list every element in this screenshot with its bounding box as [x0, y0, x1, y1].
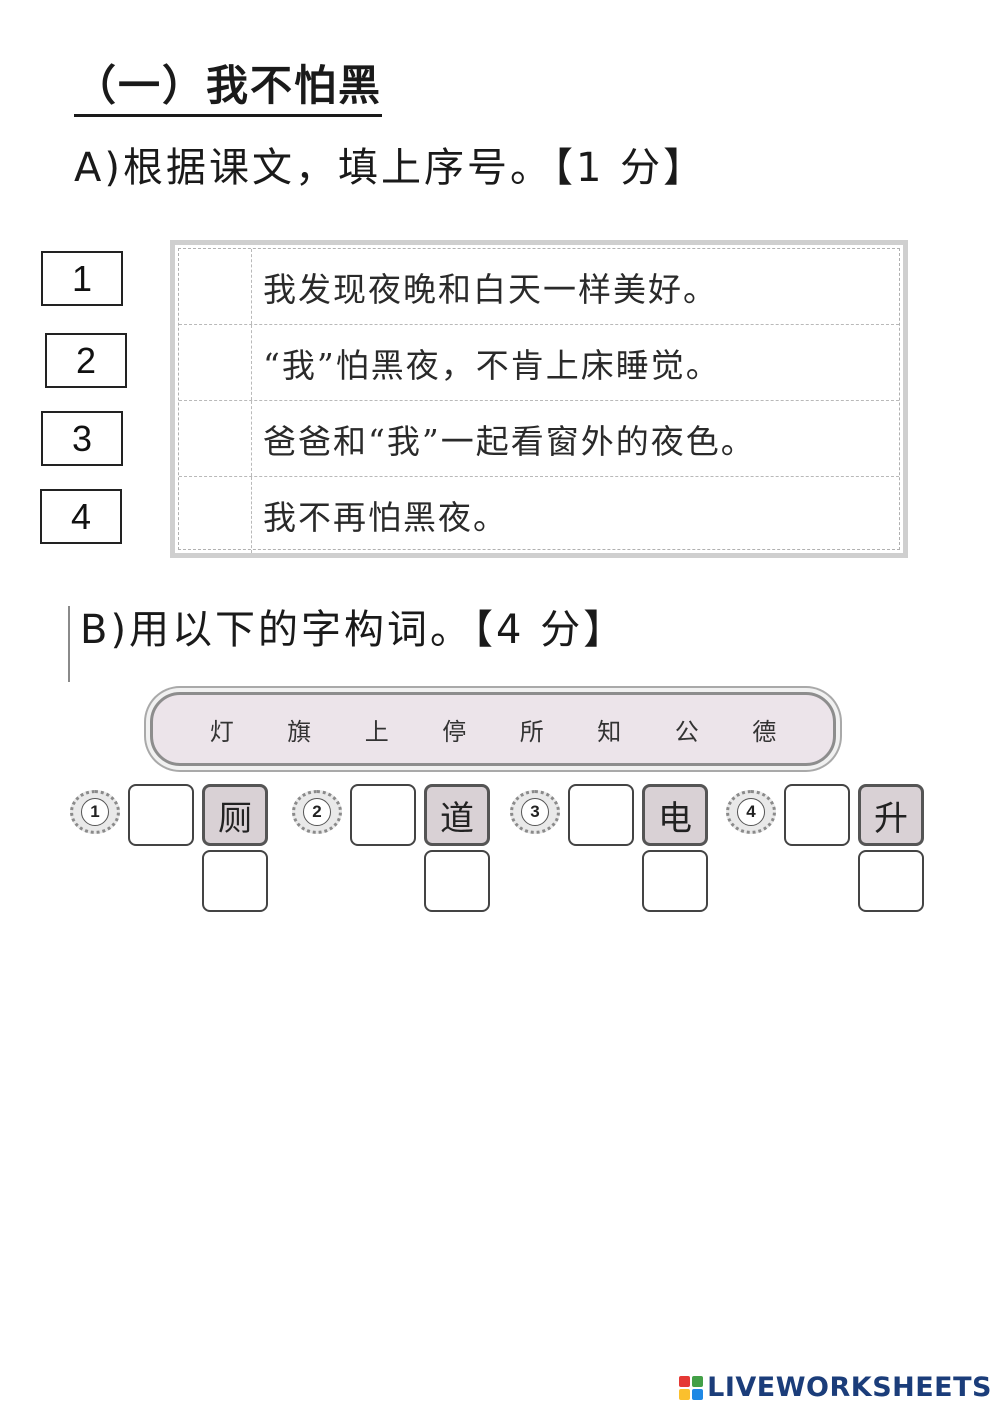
sequence-blank	[179, 325, 252, 400]
given-char-cell: 电	[642, 784, 708, 846]
word-bank-char: 灯	[209, 717, 234, 746]
sentence-text: “我”怕黑夜，不肯上床睡觉。	[263, 345, 721, 385]
word-bank-char: 上	[364, 717, 389, 746]
answer-box-3[interactable]: 3	[41, 411, 123, 466]
sentence-row: “我”怕黑夜，不肯上床睡觉。	[179, 325, 899, 401]
number-badge: 2	[292, 790, 342, 834]
given-char-cell: 厕	[202, 784, 268, 846]
blank-cell-left[interactable]	[350, 784, 416, 846]
number-badge: 4	[726, 790, 776, 834]
logo-square-icon	[679, 1375, 691, 1387]
liveworksheets-logo[interactable]: LIVEWORKSHEETS	[679, 1372, 992, 1403]
sentence-text: 爸爸和“我”一起看窗外的夜色。	[263, 421, 756, 461]
number-badge: 3	[510, 790, 560, 834]
word-bank-char: 公	[674, 717, 699, 746]
logo-square-icon	[692, 1388, 704, 1400]
logo-square-icon	[692, 1375, 704, 1387]
word-bank-char: 德	[752, 717, 777, 746]
blank-cell-below[interactable]	[424, 850, 490, 912]
sentence-text: 我发现夜晚和白天一样美好。	[263, 269, 718, 309]
blank-cell-left[interactable]	[568, 784, 634, 846]
answer-box-2[interactable]: 2	[45, 333, 127, 388]
blank-cell-left[interactable]	[128, 784, 194, 846]
sentence-text: 我不再怕黑夜。	[263, 498, 508, 537]
part-a-instruction: A)根据课文，填上序号。【1 分】	[74, 145, 707, 191]
sequence-blank	[179, 477, 252, 553]
blank-cell-below[interactable]	[858, 850, 924, 912]
word-group-2: 2 道	[292, 780, 512, 920]
word-bank-char: 停	[442, 717, 467, 746]
liveworksheets-icon	[679, 1375, 704, 1400]
section-title: （一）我不怕黑	[74, 60, 383, 117]
word-bank: 灯 旗 上 停 所 知 公 德	[150, 692, 836, 766]
sequence-blank	[179, 401, 252, 476]
sentence-row: 我不再怕黑夜。	[179, 477, 899, 553]
word-group-1: 1 厕	[70, 780, 290, 920]
blank-cell-left[interactable]	[784, 784, 850, 846]
given-char-cell: 道	[424, 784, 490, 846]
word-bank-char: 旗	[287, 717, 312, 746]
word-group-3: 3 电	[510, 780, 730, 920]
logo-text: LIVEWORKSHEETS	[707, 1372, 992, 1403]
blank-cell-below[interactable]	[642, 850, 708, 912]
answer-box-4[interactable]: 4	[40, 489, 122, 544]
word-bank-char: 知	[597, 717, 622, 746]
answer-box-1[interactable]: 1	[41, 251, 123, 306]
sentence-row: 我发现夜晚和白天一样美好。	[179, 249, 899, 325]
blank-cell-below[interactable]	[202, 850, 268, 912]
sentence-table: 我发现夜晚和白天一样美好。 “我”怕黑夜，不肯上床睡觉。 爸爸和“我”一起看窗外…	[170, 240, 908, 558]
sentence-row: 爸爸和“我”一起看窗外的夜色。	[179, 401, 899, 477]
sequence-blank	[179, 249, 252, 324]
word-bank-char: 所	[519, 717, 544, 746]
given-char-cell: 升	[858, 784, 924, 846]
number-badge: 1	[70, 790, 120, 834]
margin-line	[68, 606, 70, 682]
part-b-instruction: B)用以下的字构词。【4 分】	[80, 607, 627, 653]
logo-square-icon	[679, 1388, 691, 1400]
word-group-4: 4 升	[726, 780, 946, 920]
